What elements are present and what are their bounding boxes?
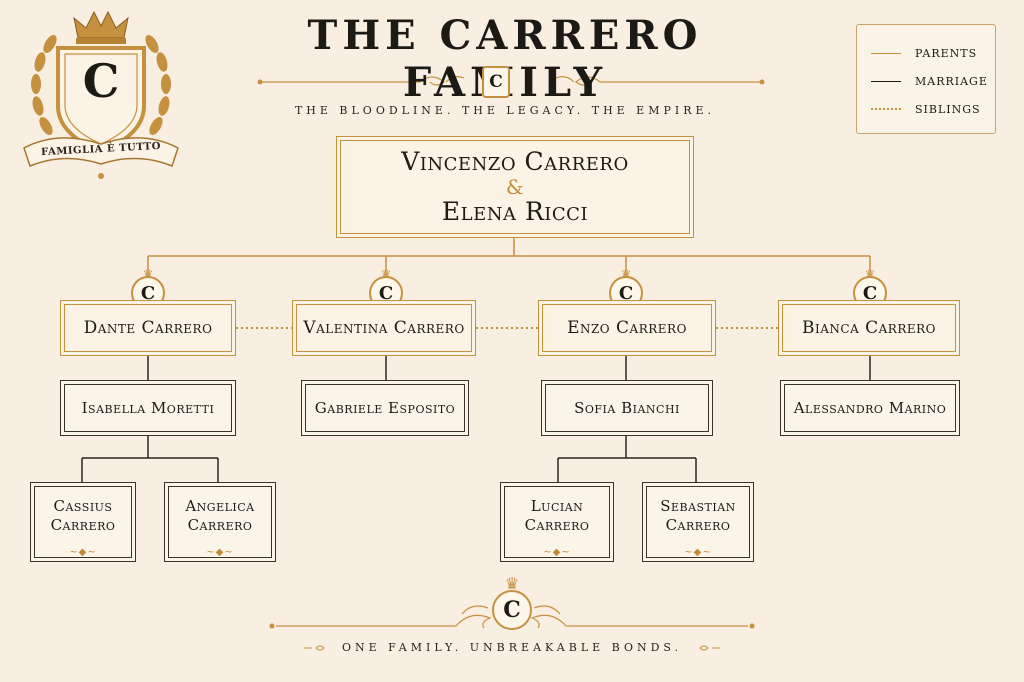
header-monogram: C: [482, 66, 510, 98]
legend-item-marriage: MARRIAGE: [871, 73, 988, 89]
footer-tagline: ONE FAMILY. UNBREAKABLE BONDS.: [341, 641, 683, 654]
grandchild-box-lucian[interactable]: Lucian Carrero ~◆~: [500, 482, 614, 562]
spouse-name: Isabella Moretti: [81, 399, 215, 417]
legend: PARENTS MARRIAGE SIBLINGS: [856, 24, 996, 134]
legend-item-parents: PARENTS: [871, 45, 977, 61]
grandchild-box-sebastian[interactable]: Sebastian Carrero ~◆~: [642, 482, 754, 562]
family-crest: [23, 10, 179, 179]
child-box-dante[interactable]: Dante Carrero: [60, 300, 236, 356]
child-name: Dante Carrero: [83, 318, 213, 338]
legend-swatch-marriage: [871, 80, 901, 82]
crown-icon: [73, 10, 129, 44]
legend-label: MARRIAGE: [915, 74, 988, 88]
crown-icon: ♛: [380, 267, 392, 281]
grandchild-box-angelica[interactable]: Angelica Carrero ~◆~: [164, 482, 276, 562]
crown-icon: ♛: [864, 267, 876, 281]
spouse-box-sofia[interactable]: Sofia Bianchi: [541, 380, 713, 436]
flourish-ornament-icon: ~◆~: [69, 547, 97, 558]
crown-icon: ♛: [142, 267, 154, 281]
root-name-1: Vincenzo Carrero: [401, 147, 629, 176]
child-name: Valentina Carrero: [303, 318, 465, 338]
flourish-ornament-icon: ~◆~: [543, 547, 571, 558]
page-title: THE CARRERO FAMILY: [307, 12, 703, 106]
child-box-bianca[interactable]: Bianca Carrero: [778, 300, 960, 356]
legend-swatch-parents: [871, 52, 901, 54]
legend-label: PARENTS: [915, 46, 978, 60]
flourish-ornament-icon: ~◆~: [206, 547, 234, 558]
spouse-box-gabriele[interactable]: Gabriele Esposito: [301, 380, 469, 436]
legend-swatch-siblings: [871, 108, 901, 110]
spouse-name: Gabriele Esposito: [314, 399, 456, 417]
crown-icon: ♛: [504, 574, 520, 593]
flourish-ornament-icon: ~◆~: [684, 547, 712, 558]
crown-icon: ♛: [620, 267, 632, 281]
footer-monogram: C: [492, 590, 532, 630]
legend-label: SIBLINGS: [915, 102, 981, 116]
grandchild-first: Cassius: [53, 497, 113, 515]
grandchild-last: Carrero: [524, 516, 590, 534]
laurel-wreath-icon: [31, 34, 171, 136]
child-name: Enzo Carrero: [567, 318, 687, 338]
grandchild-first: Angelica: [185, 497, 255, 515]
child-box-valentina[interactable]: Valentina Carrero: [292, 300, 476, 356]
spouse-name: Sofia Bianchi: [574, 399, 680, 417]
grandchild-first: Sebastian: [660, 497, 736, 515]
spouse-name: Alessandro Marino: [793, 399, 947, 417]
grandchild-first: Lucian: [530, 497, 584, 515]
grandchild-last: Carrero: [187, 516, 253, 534]
page-subtitle: THE BLOODLINE. THE LEGACY. THE EMPIRE.: [294, 104, 716, 117]
child-name: Bianca Carrero: [801, 318, 937, 338]
legend-item-siblings: SIBLINGS: [871, 101, 981, 117]
child-box-enzo[interactable]: Enzo Carrero: [538, 300, 716, 356]
grandchild-box-cassius[interactable]: Cassius Carrero ~◆~: [30, 482, 136, 562]
crest-letter: C: [82, 54, 120, 108]
grandchild-last: Carrero: [665, 516, 731, 534]
grandchild-last: Carrero: [50, 516, 116, 534]
root-couple-box[interactable]: Vincenzo Carrero & Elena Ricci: [336, 136, 694, 238]
spouse-box-isabella[interactable]: Isabella Moretti: [60, 380, 236, 436]
ampersand: &: [505, 175, 525, 199]
spouse-box-alessandro[interactable]: Alessandro Marino: [780, 380, 960, 436]
root-name-2: Elena Ricci: [441, 197, 589, 226]
